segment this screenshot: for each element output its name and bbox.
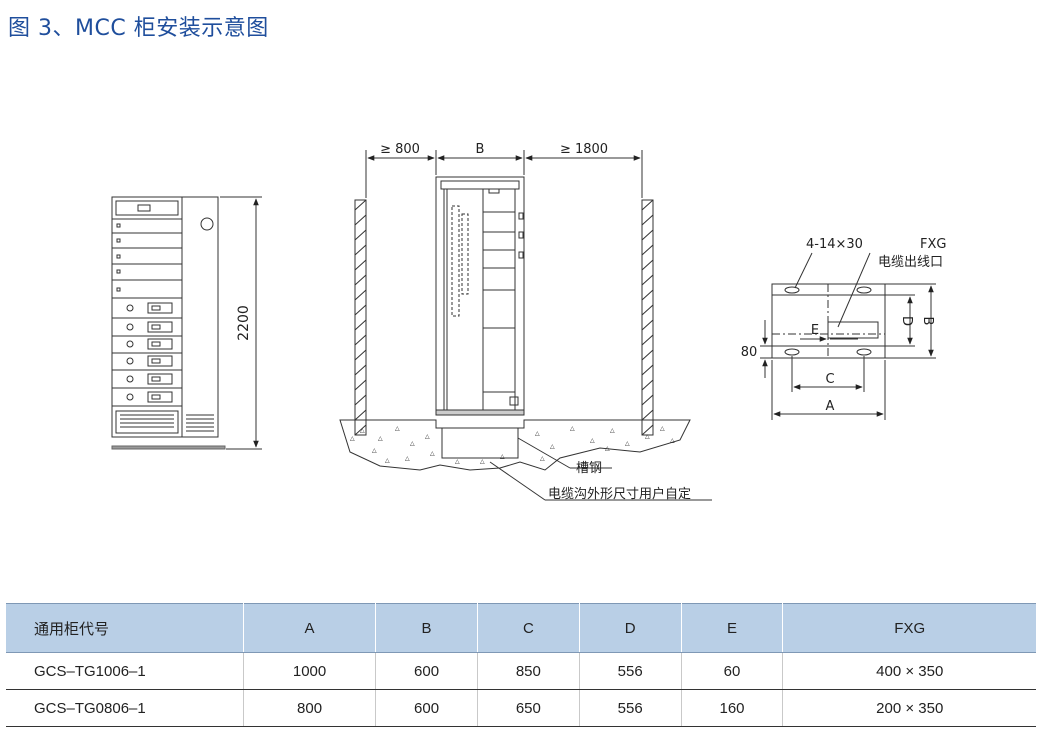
dim-left-label: ≥ 800 bbox=[380, 142, 420, 157]
installation-drawing: 2200 bbox=[111, 142, 946, 502]
spec-table: 通用柜代号 A B C D E FXG GCS–TG1006–1 1000 60… bbox=[6, 603, 1036, 727]
table-cell: 650 bbox=[477, 689, 580, 727]
table-cell: GCS–TG0806–1 bbox=[6, 689, 244, 727]
table-row: GCS–TG0806–1 800 600 650 556 160 200 × 3… bbox=[6, 689, 1036, 727]
table-cell: 200 × 350 bbox=[782, 689, 1036, 727]
svg-text:△: △ bbox=[500, 453, 505, 460]
header-cell: 通用柜代号 bbox=[6, 603, 244, 653]
header-cell: B bbox=[375, 603, 478, 653]
svg-text:△: △ bbox=[550, 443, 555, 450]
table-cell: 600 bbox=[375, 689, 478, 727]
svg-text:△: △ bbox=[378, 435, 383, 442]
height-dimension bbox=[220, 196, 262, 450]
table-cell: 556 bbox=[579, 689, 682, 727]
svg-text:△: △ bbox=[350, 435, 355, 442]
table-cell: 400 × 350 bbox=[782, 652, 1036, 690]
table-header-row: 通用柜代号 A B C D E FXG bbox=[6, 603, 1036, 653]
header-cell: FXG bbox=[782, 603, 1036, 653]
dim-mid-label: B bbox=[476, 142, 485, 157]
side-view-cabinet bbox=[435, 176, 525, 416]
svg-text:△: △ bbox=[625, 440, 630, 447]
steel-callout: 槽钢 bbox=[576, 461, 602, 476]
label-a: A bbox=[826, 399, 835, 414]
side-view-dimensions bbox=[365, 150, 712, 501]
svg-text:△: △ bbox=[372, 447, 377, 454]
table-row: GCS–TG1006–1 1000 600 850 556 60 400 × 3… bbox=[6, 652, 1036, 690]
label-80: 80 bbox=[741, 345, 758, 360]
svg-text:△: △ bbox=[645, 433, 650, 440]
table-cell: GCS–TG1006–1 bbox=[6, 652, 244, 690]
label-c: C bbox=[825, 372, 834, 387]
height-label: 2200 bbox=[236, 305, 252, 341]
label-e: E bbox=[811, 323, 819, 338]
dim-right-label: ≥ 1800 bbox=[560, 142, 608, 157]
trench-callout: 电缆沟外形尺寸用户自定 bbox=[548, 486, 691, 502]
svg-text:△: △ bbox=[670, 437, 675, 444]
table-cell: 600 bbox=[375, 652, 478, 690]
header-cell: C bbox=[477, 603, 580, 653]
svg-text:△: △ bbox=[425, 433, 430, 440]
svg-text:△: △ bbox=[480, 458, 485, 465]
label-d: D bbox=[899, 316, 914, 326]
svg-text:△: △ bbox=[590, 437, 595, 444]
hole-label: 4-14×30 bbox=[806, 237, 863, 252]
svg-text:△: △ bbox=[360, 427, 365, 434]
plan-view-base bbox=[760, 252, 936, 420]
table-cell: 800 bbox=[243, 689, 377, 727]
front-view-cabinet bbox=[111, 196, 226, 450]
svg-text:△: △ bbox=[410, 440, 415, 447]
header-cell: E bbox=[681, 603, 784, 653]
svg-text:△: △ bbox=[535, 430, 540, 437]
svg-text:△: △ bbox=[610, 427, 615, 434]
svg-text:△: △ bbox=[605, 445, 610, 452]
side-view-walls bbox=[354, 199, 654, 436]
table-cell: 60 bbox=[681, 652, 784, 690]
header-cell: A bbox=[243, 603, 377, 653]
table-cell: 850 bbox=[477, 652, 580, 690]
svg-text:△: △ bbox=[395, 425, 400, 432]
header-cell: D bbox=[579, 603, 682, 653]
svg-text:△: △ bbox=[570, 425, 575, 432]
svg-text:△: △ bbox=[405, 455, 410, 462]
svg-text:△: △ bbox=[455, 458, 460, 465]
side-view-ground: △△△ △△△ △△△ △△△ △△△ △△△ △△△ △△△ bbox=[339, 419, 691, 471]
fxg-label: FXG bbox=[920, 237, 946, 252]
table-cell: 160 bbox=[681, 689, 784, 727]
table-cell: 556 bbox=[579, 652, 682, 690]
page-title: 图 3、MCC 柜安装示意图 bbox=[8, 16, 269, 41]
svg-text:△: △ bbox=[660, 425, 665, 432]
table-cell: 1000 bbox=[243, 652, 377, 690]
svg-text:△: △ bbox=[430, 450, 435, 457]
outlet-label: 电缆出线口 bbox=[878, 254, 943, 270]
svg-text:△: △ bbox=[540, 455, 545, 462]
svg-text:△: △ bbox=[385, 457, 390, 464]
label-b: B bbox=[920, 317, 935, 326]
